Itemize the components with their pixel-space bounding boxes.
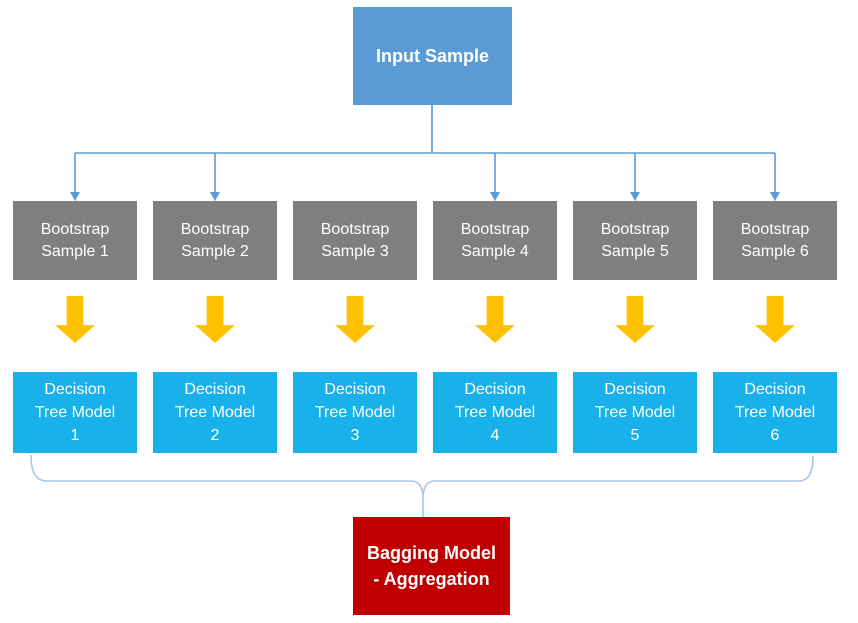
tree-model-box-3: Decision Tree Model 3 [293,372,417,453]
tree-model-box-6: Decision Tree Model 6 [713,372,837,453]
tree-model-label: Decision Tree Model 2 [174,381,256,444]
arrowhead-icon [490,192,500,201]
bootstrap-sample-box-4: Bootstrap Sample 4 [433,201,557,280]
tree-model-box-1: Decision Tree Model 1 [13,372,137,453]
bootstrap-sample-box-1: Bootstrap Sample 1 [13,201,137,280]
input-sample-box: Input Sample [353,7,512,105]
arrowhead-icon [70,192,80,201]
tree-model-label: Decision Tree Model 3 [314,381,396,444]
bootstrap-sample-box-3: Bootstrap Sample 3 [293,201,417,280]
bagging-aggregation-box: Bagging Model - Aggregation [353,517,510,615]
tree-model-label: Decision Tree Model 6 [734,381,816,444]
bootstrap-sample-label: Bootstrap Sample 4 [460,220,530,260]
bootstrap-sample-label: Bootstrap Sample 6 [740,220,810,260]
arrowhead-icon [770,192,780,201]
bootstrap-sample-label: Bootstrap Sample 2 [180,220,250,260]
arrowhead-icon [630,192,640,201]
tree-model-label: Decision Tree Model 1 [34,381,116,444]
tree-model-label: Decision Tree Model 5 [594,381,676,444]
bagging-aggregation-label: Bagging Model - Aggregation [367,543,496,589]
tree-model-box-5: Decision Tree Model 5 [573,372,697,453]
bootstrap-sample-box-2: Bootstrap Sample 2 [153,201,277,280]
bootstrap-sample-box-6: Bootstrap Sample 6 [713,201,837,280]
gather-brace-icon [30,454,814,517]
tree-model-box-2: Decision Tree Model 2 [153,372,277,453]
bootstrap-sample-box-5: Bootstrap Sample 5 [573,201,697,280]
bootstrap-sample-label: Bootstrap Sample 5 [600,220,670,260]
tree-model-label: Decision Tree Model 4 [454,381,536,444]
input-sample-label: Input Sample [375,45,489,66]
bootstrap-sample-label: Bootstrap Sample 3 [320,220,390,260]
tree-model-box-4: Decision Tree Model 4 [433,372,557,453]
arrowhead-icon [210,192,220,201]
bootstrap-sample-label: Bootstrap Sample 1 [40,220,110,260]
